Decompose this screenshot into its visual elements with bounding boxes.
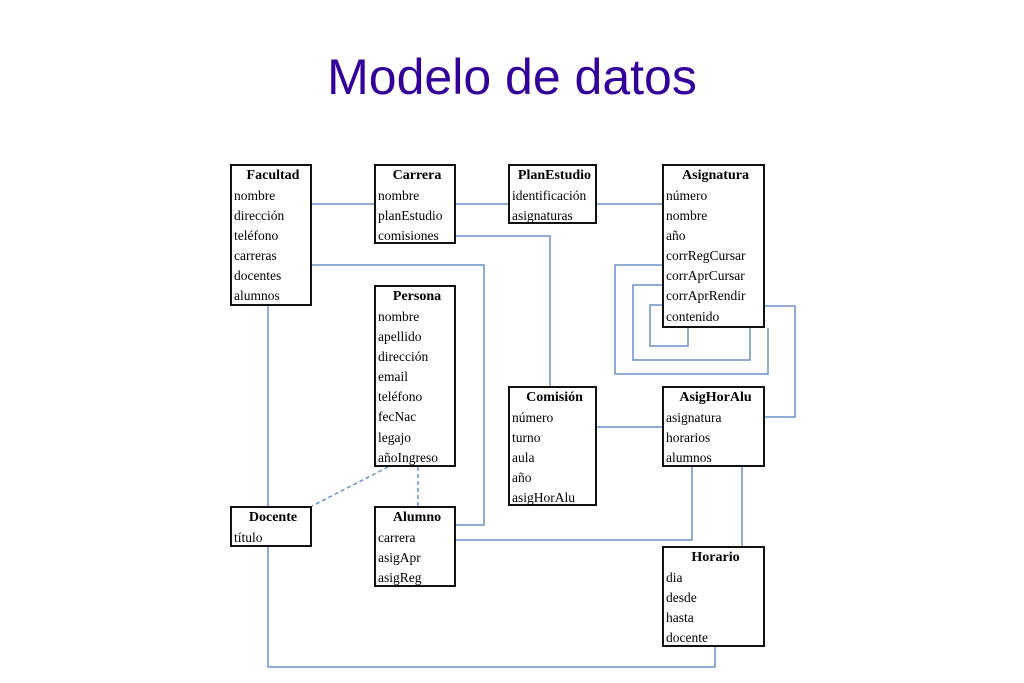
connector-self-corrregcursar: [614, 264, 769, 375]
entity-field: contenido: [666, 308, 720, 324]
entity-field: horarios: [666, 430, 711, 446]
page-title: Modelo de datos: [327, 49, 697, 105]
entity-field: año: [666, 228, 686, 244]
entity-name: Horario: [691, 550, 740, 565]
entity-field: planEstudio: [378, 208, 443, 224]
entity-asignatura: Asignatura número nombre año corrRegCursar c…: [662, 164, 765, 328]
entity-field: hasta: [666, 610, 694, 626]
entity-fields: nombre planEstudio comisiones: [376, 186, 454, 246]
entity-fields: carrera asigApr asigReg: [376, 528, 454, 588]
entity-field: apellido: [378, 329, 422, 345]
entity-asighoralu: AsigHorAlu asignatura horarios alumnos: [662, 386, 765, 467]
entity-fields: identificación asignaturas: [510, 186, 595, 226]
entity-fields: asignatura horarios alumnos: [664, 408, 763, 468]
entity-name: Facultad: [246, 168, 300, 183]
entity-field: asigApr: [378, 550, 421, 566]
connector-self-corraprrendir: [649, 304, 689, 347]
connector-alumno-asighoralu: [456, 467, 693, 541]
entity-fields: número turno aula año asigHorAlu: [510, 408, 595, 508]
entity-field: número: [666, 188, 708, 203]
entity-field: nombre: [378, 309, 420, 324]
entity-horario: Horario dia desde hasta docente: [662, 546, 765, 647]
entity-field: nombre: [666, 208, 708, 224]
connector-carrera-comision: [456, 235, 551, 386]
entity-field: fecNac: [378, 409, 417, 425]
entity-field: añoIngreso: [378, 449, 438, 465]
entity-field: dia: [666, 570, 683, 585]
entity-name: Carrera: [392, 168, 442, 183]
entity-field: docente: [666, 630, 708, 646]
entity-field: año: [512, 470, 532, 486]
entity-persona: Persona nombre apellido dirección email telé…: [374, 285, 456, 467]
entity-field: dirección: [378, 349, 429, 365]
entity-field: legajo: [378, 429, 411, 445]
entity-fields: nombre dirección teléfono carreras docentes a…: [232, 186, 310, 307]
entity-field: corrRegCursar: [666, 248, 746, 264]
entity-docente: Docente título: [230, 506, 312, 547]
entity-name: Persona: [392, 289, 442, 304]
entity-carrera: Carrera nombre planEstudio comisiones: [374, 164, 456, 244]
entity-name: PlanEstudio: [517, 168, 592, 183]
entity-field: alumnos: [666, 450, 712, 466]
entity-field: asigReg: [378, 570, 422, 586]
entity-name: Comisión: [526, 390, 583, 405]
entity-fields: nombre apellido dirección email teléfono fecN…: [376, 307, 454, 468]
entity-name: Docente: [248, 510, 298, 525]
entity-field: corrAprRendir: [666, 288, 746, 304]
entity-field: número: [512, 410, 554, 425]
entity-field: alumnos: [234, 288, 280, 304]
entity-name: AsigHorAlu: [679, 390, 752, 405]
entity-alumno: Alumno carrera asigApr asigReg: [374, 506, 456, 587]
entity-fields: dia desde hasta docente: [664, 568, 763, 648]
entity-facultad: Facultad nombre dirección teléfono carreras…: [230, 164, 312, 306]
entity-name: Alumno: [392, 510, 442, 525]
entity-field: teléfono: [378, 389, 423, 405]
entity-field: asignaturas: [512, 208, 573, 224]
entity-field: nombre: [234, 188, 276, 203]
connector-asighoralu-asignatura: [765, 305, 796, 418]
entity-field: desde: [666, 590, 697, 606]
entity-field: identificación: [512, 188, 587, 203]
entity-planestudio: PlanEstudio identificación asignaturas: [508, 164, 597, 224]
entity-fields: título: [232, 528, 310, 548]
entity-field: docentes: [234, 268, 282, 284]
entity-name: Asignatura: [682, 168, 749, 183]
entity-field: carreras: [234, 248, 277, 264]
entity-field: carrera: [378, 530, 416, 545]
entity-field: dirección: [234, 208, 285, 224]
entity-field: turno: [512, 430, 541, 446]
entity-field: aula: [512, 450, 535, 466]
entity-field: nombre: [378, 188, 420, 203]
connector-facultad-alumno: [312, 264, 485, 526]
entity-fields: número nombre año corrRegCursar corrAprCursa…: [664, 186, 763, 327]
entity-field: teléfono: [234, 228, 279, 244]
connector-docente-horario: [267, 547, 716, 668]
entity-comision: Comisión número turno aula año asigHorAlu: [508, 386, 597, 506]
entity-field: título: [234, 530, 263, 545]
entity-field: asignatura: [666, 410, 722, 425]
connector-self-corraprcursar: [632, 284, 751, 361]
entity-field: corrAprCursar: [666, 268, 745, 284]
connector-persona-docente: [311, 466, 389, 507]
entity-field: comisiones: [378, 228, 439, 244]
entity-field: email: [378, 369, 408, 385]
entity-field: asigHorAlu: [512, 490, 575, 506]
